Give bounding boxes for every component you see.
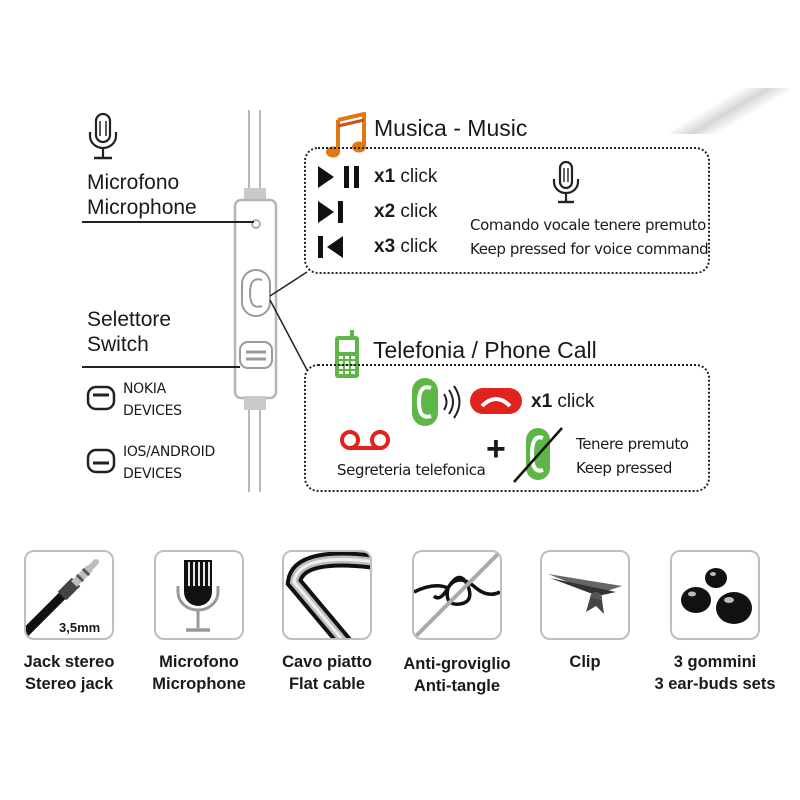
feature-flat-cable-caption-2: Flat cable: [288, 675, 366, 693]
switch-ios-icon: [86, 448, 116, 474]
feature-jack-caption-2: Stereo jack: [24, 675, 114, 693]
switch-nokia-icon: [86, 385, 116, 411]
remote-diagram: [82, 110, 308, 492]
hold-call-icon: [513, 427, 563, 483]
feature-microphone-caption-2: Microphone: [152, 675, 246, 693]
voice-command-en: Keep pressed for voice command: [470, 240, 709, 258]
feature-anti-tangle-tile: [412, 550, 502, 640]
music-row-2-text: x2 click: [374, 201, 438, 222]
music-title: Musica - Music: [374, 115, 528, 141]
end-call-icon: [470, 388, 522, 414]
phone-box: [304, 364, 710, 492]
selector-label-en: Switch: [87, 333, 149, 356]
feature-clip-tile: [540, 550, 630, 640]
nokia-label-2: DEVICES: [123, 403, 182, 419]
play-pause-icon: [318, 166, 359, 188]
music-row-1-text: x1 click: [374, 166, 438, 187]
ios-label-2: DEVICES: [123, 466, 182, 482]
feature-microphone-caption-1: Microfono: [159, 653, 239, 671]
selector-label-it: Selettore: [87, 308, 172, 331]
feature-microphone-tile: [154, 550, 244, 640]
hold-label-en: Keep pressed: [576, 459, 673, 477]
answer-call-icon: [412, 378, 461, 426]
feature-anti-tangle-caption-2: Anti-tangle: [413, 677, 501, 695]
feature-anti-tangle-caption-1: Anti-groviglio: [403, 655, 511, 673]
previous-track-icon: [318, 236, 343, 258]
voicemail-icon: [340, 430, 390, 450]
phone-title: Telefonia / Phone Call: [373, 337, 597, 363]
feature-jack-caption-1: Jack stereo: [23, 653, 115, 671]
nokia-label-1: NOKIA: [123, 381, 166, 397]
music-row-3-text: x3 click: [374, 236, 438, 257]
voice-command-mic-icon: [552, 160, 580, 204]
voice-command-it: Comando vocale tenere premuto: [470, 216, 706, 234]
music-box: [304, 147, 710, 274]
ios-label-1: IOS/ANDROID: [123, 444, 215, 460]
microphone-label-it: Microfono: [87, 171, 180, 194]
next-track-icon: [318, 201, 343, 223]
plus-sign: +: [486, 430, 506, 468]
mobile-phone-icon: [335, 330, 359, 378]
phone-click-text: x1 click: [531, 391, 595, 412]
feature-ear-buds-tile: [670, 550, 760, 640]
jack-size-badge: 3,5mm: [57, 620, 103, 636]
feature-ear-buds-caption-1: 3 gommini: [673, 653, 757, 671]
microphone-label-en: Microphone: [87, 196, 197, 219]
microphone-icon: [88, 112, 118, 160]
feature-ear-buds-caption-2: 3 ear-buds sets: [654, 675, 776, 693]
corner-highlight: [668, 88, 792, 134]
feature-clip-caption-1: Clip: [569, 653, 601, 671]
voicemail-label: Segreteria telefonica: [337, 461, 486, 479]
music-note-icon: [326, 112, 366, 158]
feature-flat-cable-caption-1: Cavo piatto: [282, 653, 372, 671]
hold-label-it: Tenere premuto: [576, 435, 689, 453]
feature-flat-cable-tile: [282, 550, 372, 640]
